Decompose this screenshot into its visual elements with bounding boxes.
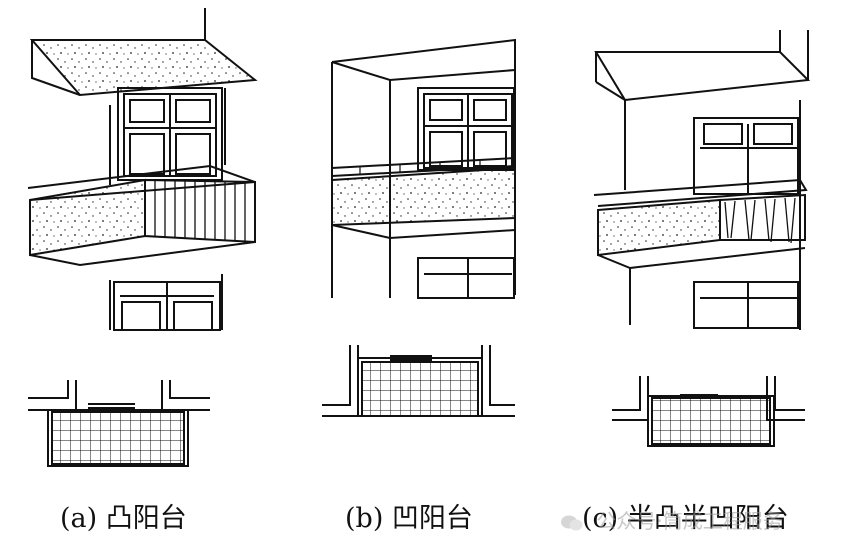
protruding-balcony-plan	[28, 380, 210, 467]
caption-protruding: (a) 凸阳台	[60, 503, 187, 534]
semi-recessed-balcony-plan	[612, 376, 805, 447]
watermark: 公众号·筒成工程服务	[560, 505, 783, 534]
wechat-icon	[561, 515, 583, 530]
semi-recessed-balcony-elevation	[593, 30, 811, 330]
recessed-balcony-plan	[322, 345, 515, 417]
protruding-balcony-elevation	[27, 8, 258, 331]
recessed-balcony-elevation	[331, 38, 516, 299]
caption-semi-recessed: (c) 半凸半凹阳台	[582, 503, 789, 534]
caption-recessed: (b) 凹阳台	[345, 503, 473, 534]
watermark-text: 公众号·筒成工程服务	[596, 509, 783, 533]
